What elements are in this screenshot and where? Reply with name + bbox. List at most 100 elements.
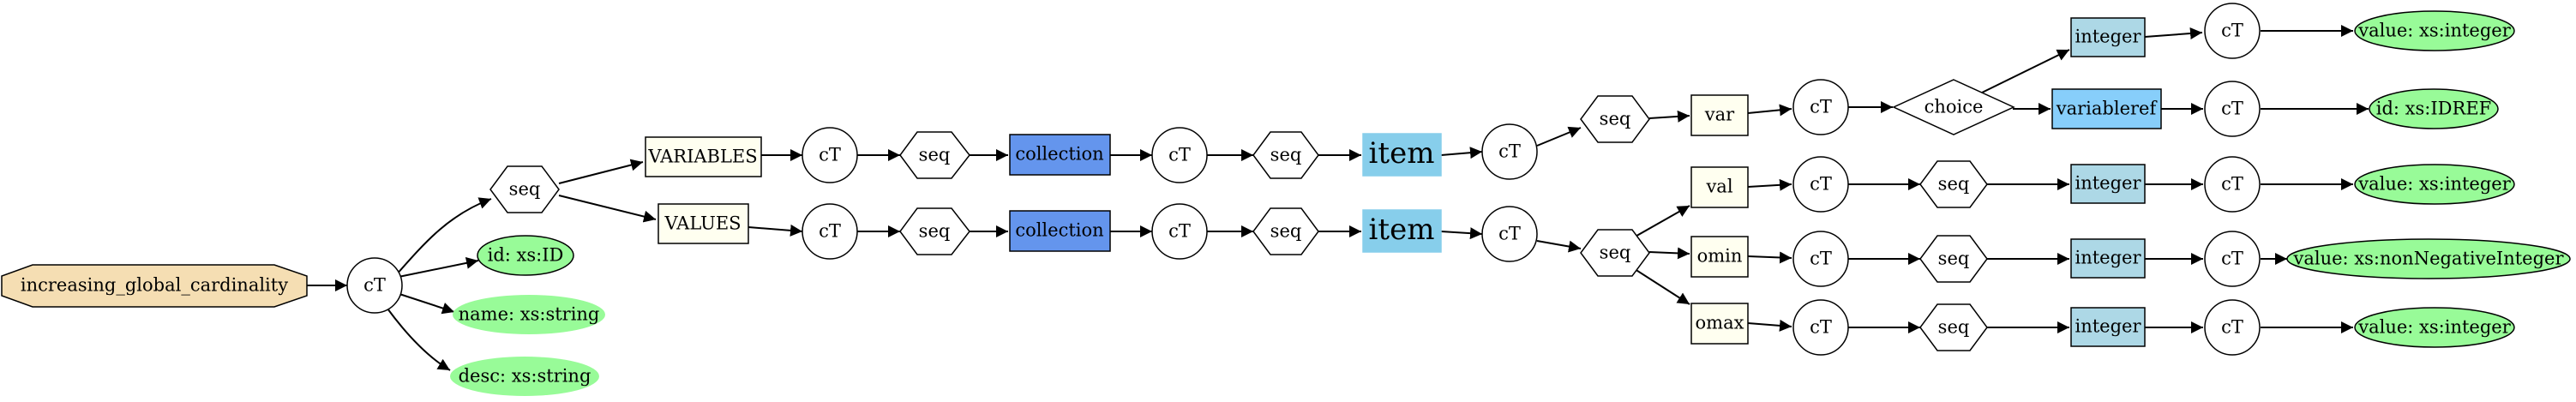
ct-item-var-label: cT: [1498, 141, 1521, 162]
values-label: VALUES: [664, 213, 741, 234]
collection-var-label: collection: [1015, 144, 1103, 165]
value-omin-node: value: xs:nonNegativeInteger: [2286, 238, 2571, 279]
value-omin-label: value: xs:nonNegativeInteger: [2293, 249, 2565, 269]
seq-item-var-hexagon: [1580, 95, 1650, 143]
seq-omin-label: seq: [1938, 249, 1970, 269]
seq-omax-hexagon: [1919, 303, 1988, 351]
seq-item-var-label: seq: [1600, 109, 1631, 129]
omax-box: [1690, 303, 1749, 345]
ct-int-omax-label: cT: [2221, 317, 2243, 338]
integer-omax-node: integer: [2070, 307, 2146, 347]
ct-omin-label: cT: [1810, 249, 1832, 269]
ct-int-omin-circle: [2204, 231, 2261, 287]
value-omax-label: value: xs:integer: [2357, 317, 2511, 338]
value-val-node: value: xs:integer: [2354, 164, 2515, 205]
ct-varref-node: cT: [2204, 81, 2261, 137]
attr-desc-ellipse: [450, 357, 599, 396]
attr-desc-label: desc: xs:string: [459, 366, 591, 387]
value-omax-ellipse: [2354, 307, 2515, 348]
seq-var-hexagon: [899, 131, 970, 179]
integer-val-box: [2070, 164, 2146, 204]
ct-val2-label: cT: [1810, 174, 1832, 195]
ct-varref-label: cT: [2221, 99, 2243, 119]
ct-coll-var-circle: [1151, 127, 1208, 183]
variables-label: VARIABLES: [647, 147, 757, 167]
ct-omax-circle: [1792, 299, 1849, 356]
integer-val-label: integer: [2075, 173, 2141, 194]
integer-omin-box: [2070, 238, 2146, 279]
edge-ct-seq: [395, 197, 492, 276]
ct-coll-var-label: cT: [1168, 145, 1191, 165]
ct-varref-circle: [2204, 81, 2261, 137]
omax-label: omax: [1696, 313, 1744, 333]
edge-ct-desc: [387, 308, 451, 371]
seq-coll-val-node: seq: [1252, 207, 1319, 255]
ct-item-val-label: cT: [1498, 224, 1521, 244]
ct-int-val-node: cT: [2204, 156, 2261, 213]
omin-label: omin: [1697, 246, 1743, 267]
var-label: var: [1704, 105, 1735, 125]
ct-item-var-node: cT: [1481, 123, 1538, 180]
ct-item-val-node: cT: [1481, 206, 1538, 262]
edge-omin-ct: [1747, 251, 1792, 264]
omin-node: omin: [1690, 236, 1749, 278]
ct-int-omax-circle: [2204, 299, 2261, 356]
edge-itemvar-ct: [1440, 147, 1483, 159]
edge-seqitemval-omin: [1648, 247, 1690, 260]
value-int-choice-node: value: xs:integer: [2354, 10, 2515, 51]
choice-label: choice: [1924, 97, 1984, 117]
seq-item-val-label: seq: [1600, 243, 1631, 263]
seq-val-node: seq: [899, 207, 970, 255]
seq-root-label: seq: [509, 179, 541, 200]
edge-seqitemval-omax: [1631, 267, 1690, 305]
values-node: VALUES: [658, 203, 749, 244]
attr-id-label: id: xs:ID: [488, 245, 564, 266]
value-val-label: value: xs:integer: [2357, 174, 2511, 195]
omin-box: [1690, 236, 1749, 278]
root-node: increasing_global_cardinality: [1, 264, 308, 308]
ct-int-omin-label: cT: [2221, 249, 2243, 269]
variables-box: [645, 136, 762, 177]
seq-coll-val-label: seq: [1270, 221, 1302, 242]
value-omax-node: value: xs:integer: [2354, 307, 2515, 348]
attr-name-node: name: xs:string: [453, 295, 605, 334]
ct-int-val-circle: [2204, 156, 2261, 213]
ct-val2-circle: [1792, 156, 1849, 213]
integer-val-node: integer: [2070, 164, 2146, 204]
collection-val-label: collection: [1015, 220, 1103, 241]
attr-id-ellipse: [477, 235, 574, 276]
edge-integer-ct: [2144, 27, 2203, 40]
edge-itemval-ct: [1440, 227, 1483, 240]
ct-label: cT: [363, 275, 386, 296]
edge-values-ct: [748, 224, 803, 237]
choice-node: choice: [1892, 79, 2015, 135]
seq-omax-node: seq: [1919, 303, 1988, 351]
edge-ct-id: [398, 256, 479, 278]
ct-v-label: cT: [1810, 97, 1832, 117]
ct-coll-val-label: cT: [1168, 221, 1191, 242]
seq-item-val-node: seq: [1580, 229, 1650, 277]
ct-item-var-circle: [1481, 123, 1538, 180]
item-var-label: item: [1369, 136, 1435, 171]
attr-name-label: name: xs:string: [459, 304, 600, 325]
attr-desc-node: desc: xs:string: [450, 357, 599, 396]
seq-item-val-hexagon: [1580, 229, 1650, 277]
ct-int-val-label: cT: [2221, 174, 2243, 195]
ct-circle: [346, 257, 403, 314]
ct-item-val-circle: [1481, 206, 1538, 262]
ct-val-node: cT: [802, 203, 858, 260]
collection-var-box: [1009, 134, 1111, 176]
ct-int-omin-node: cT: [2204, 231, 2261, 287]
seq-val2-hexagon: [1919, 160, 1988, 208]
seq-val2-label: seq: [1938, 174, 1970, 195]
seq-omin-node: seq: [1919, 235, 1988, 283]
integer-choice-label: integer: [2075, 27, 2141, 47]
ct-int-choice-label: cT: [2221, 21, 2243, 41]
var-box: [1690, 94, 1749, 136]
integer-choice-box: [2070, 17, 2146, 57]
ct-int-choice-node: cT: [2204, 3, 2261, 59]
root-octagon: [1, 264, 308, 308]
ct-var-node: cT: [802, 127, 858, 183]
edge-omax-ct: [1747, 319, 1792, 332]
item-val-label: item: [1369, 213, 1435, 247]
